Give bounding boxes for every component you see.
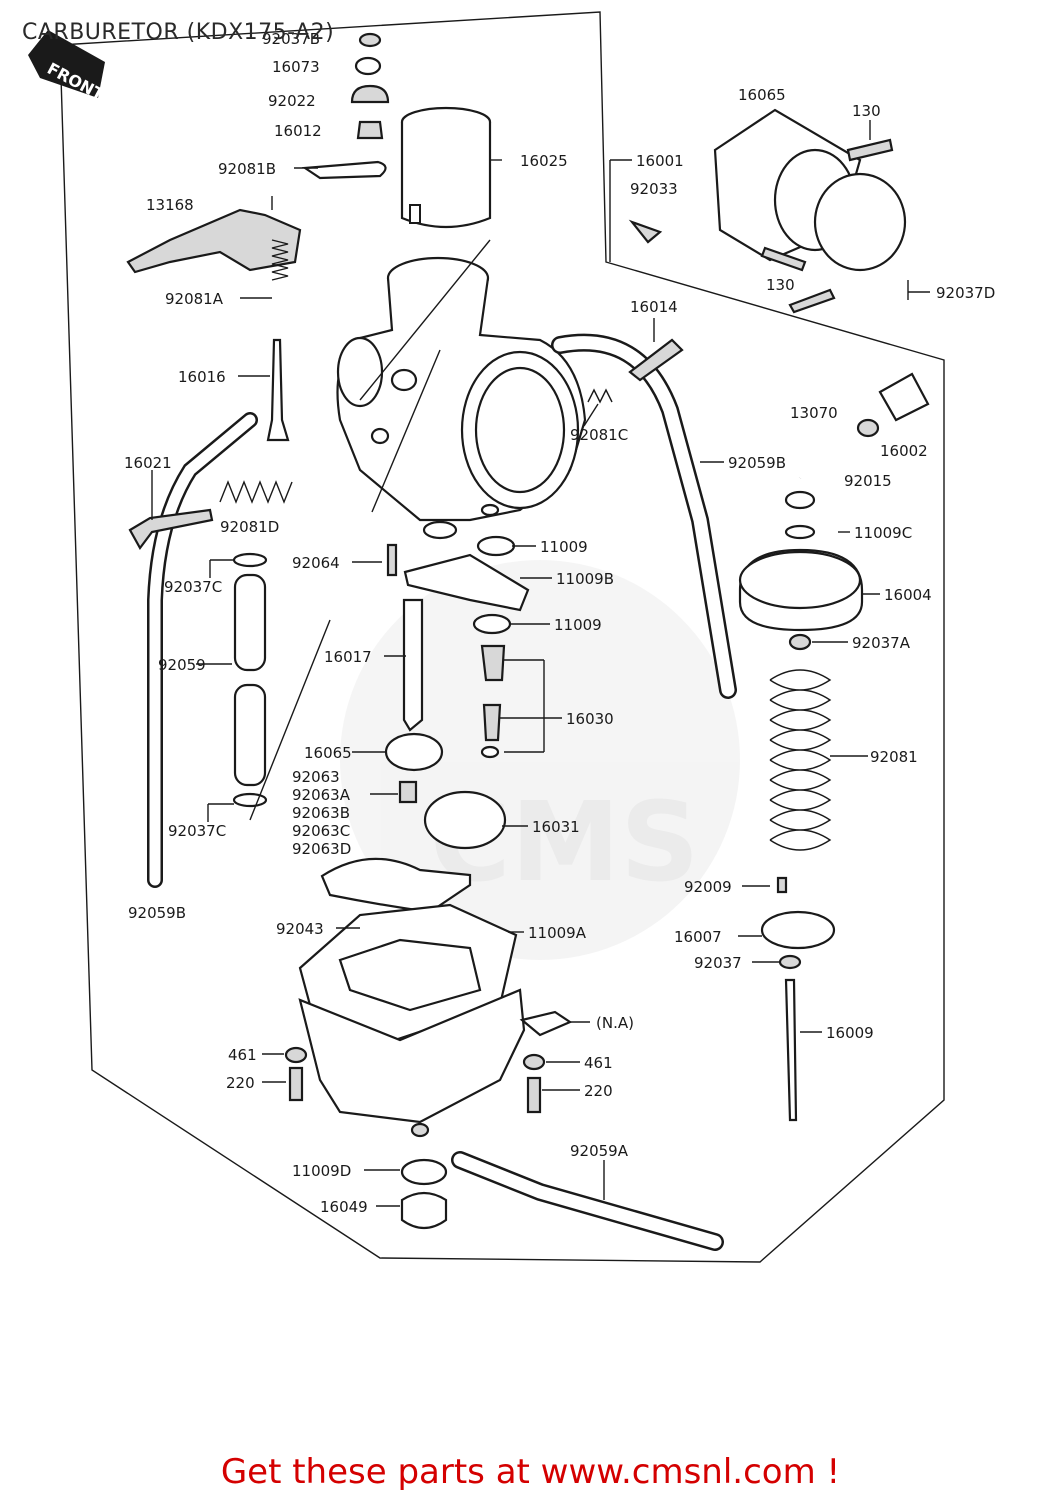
part-label-92063c: 92063C [292, 822, 350, 840]
part-label-92064: 92064 [292, 554, 340, 572]
part-label-92037a: 92037A [852, 634, 911, 652]
part-label-92037c-top: 92037C [164, 578, 222, 596]
part-label-16065-top: 16065 [738, 86, 786, 104]
part-label-16021: 16021 [124, 454, 172, 472]
part-label-11009c: 11009C [854, 524, 912, 542]
part-label-16065-mid: 16065 [304, 744, 352, 762]
part-label-11009d: 11009D [292, 1162, 351, 1180]
footer-shop-link[interactable]: Get these parts at www.cmsnl.com ! [220, 1452, 841, 1492]
leader-lines [151, 120, 930, 1207]
part-label-16030: 16030 [566, 710, 614, 728]
part-label-16049: 16049 [320, 1198, 368, 1216]
part-label-92081a: 92081A [165, 290, 224, 308]
part-label-220-right: 220 [584, 1082, 613, 1100]
part-label-92063: 92063 [292, 768, 340, 786]
part-label-92037c-bottom: 92037C [168, 822, 226, 840]
jet-assembly [320, 535, 530, 914]
part-label-16073: 16073 [272, 58, 320, 76]
part-label-16017: 16017 [324, 648, 372, 666]
needle-plate [760, 876, 836, 1122]
part-label-220-left: 220 [226, 1074, 255, 1092]
cap-stack [301, 32, 390, 180]
throttle-lever [126, 208, 302, 274]
part-label-92037b: 92037B [262, 30, 320, 48]
part-label-92059: 92059 [158, 656, 206, 674]
part-label-16014: 16014 [630, 298, 678, 316]
part-label-16025: 16025 [520, 152, 568, 170]
intake-manifold [628, 108, 907, 314]
carburetor-body [336, 239, 587, 540]
part-label-92037: 92037 [694, 954, 742, 972]
part-label-16007: 16007 [674, 928, 722, 946]
part-label-16031: 16031 [532, 818, 580, 836]
float-bowl [284, 903, 573, 1230]
part-label-92022: 92022 [268, 92, 316, 110]
part-label-11009b: 11009B [556, 570, 614, 588]
vent-tubes [232, 552, 268, 808]
part-label-11009-upper: 11009 [540, 538, 588, 556]
part-label-130-bottom: 130 [766, 276, 795, 294]
jet-needle [266, 338, 290, 442]
part-label-92081c: 92081C [570, 426, 628, 444]
air-screw [628, 338, 684, 382]
diagram-frame [59, 11, 945, 1263]
part-label-92033: 92033 [630, 180, 678, 198]
part-label-92043: 92043 [276, 920, 324, 938]
part-label-92063b: 92063B [292, 804, 350, 822]
part-label-92063a: 92063A [292, 786, 351, 804]
part-label-92059a: 92059A [570, 1142, 629, 1160]
part-label-92081b: 92081B [218, 160, 276, 178]
part-label-92009: 92009 [684, 878, 732, 896]
part-label-16016: 16016 [178, 368, 226, 386]
part-label-461-left: 461 [228, 1046, 257, 1064]
part-label-16004: 16004 [884, 586, 932, 604]
part-label-16001: 16001 [636, 152, 684, 170]
exploded-parts-diagram: CMS FRONT [28, 11, 995, 1263]
part-label-92063d: 92063D [292, 840, 351, 858]
part-label-13168: 13168 [146, 196, 194, 214]
part-label-11009a: 11009A [528, 924, 587, 942]
part-label-92081d: 92081D [220, 518, 279, 536]
part-label-92037d: 92037D [936, 284, 995, 302]
idle-screw [128, 508, 214, 551]
part-label-11009-lower: 11009 [554, 616, 602, 634]
part-label-92081: 92081 [870, 748, 918, 766]
part-label-461-right: 461 [584, 1054, 613, 1072]
part-label-16012: 16012 [274, 122, 322, 140]
springs [219, 239, 832, 851]
part-label-130-top: 130 [852, 102, 881, 120]
part-label-92015: 92015 [844, 472, 892, 490]
part-label-92059b-left: 92059B [128, 904, 186, 922]
part-labels: 92037B 16073 92022 16012 92081B 13168 92… [124, 30, 995, 1216]
mixing-chamber-cap [738, 524, 864, 651]
part-label-16002: 16002 [880, 442, 928, 460]
throttle-slide [400, 106, 492, 229]
diagram-title: CARBURETOR (KDX175-A2) [22, 20, 335, 45]
part-label-92059b-right: 92059B [728, 454, 786, 472]
part-label-na: (N.A) [596, 1014, 634, 1032]
cable-adjuster [784, 372, 930, 510]
part-label-13070: 13070 [790, 404, 838, 422]
part-label-16009: 16009 [826, 1024, 874, 1042]
